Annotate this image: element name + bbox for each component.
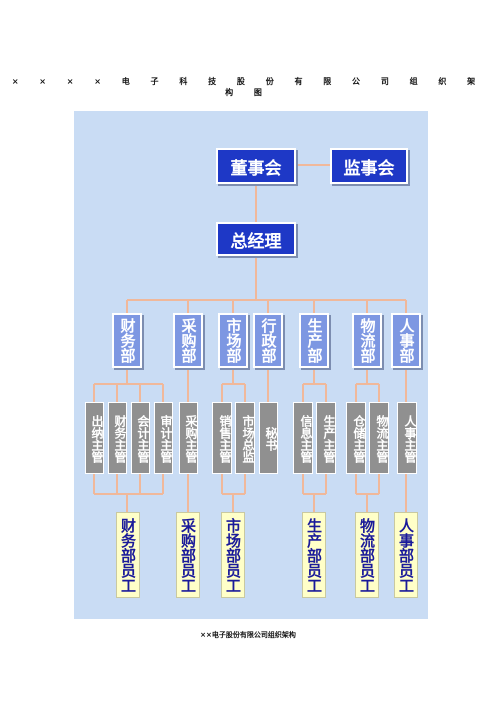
staff-logistics: 物流部员工 bbox=[355, 512, 379, 598]
dept-production: 生产部 bbox=[299, 313, 329, 368]
staff-hr: 人事部员工 bbox=[394, 512, 418, 598]
manager-hr: 人事主管 bbox=[397, 402, 417, 474]
manager-sales: 销售主管 bbox=[212, 402, 232, 474]
board-box: 董事会 bbox=[216, 148, 296, 184]
manager-accounting: 会计主管 bbox=[131, 402, 150, 474]
manager-market-director: 市场总监 bbox=[235, 402, 255, 474]
manager-finance: 财务主管 bbox=[108, 402, 127, 474]
staff-finance: 财务部员工 bbox=[116, 512, 140, 598]
dept-purchasing: 采购部 bbox=[173, 313, 203, 368]
dept-logistics: 物流部 bbox=[352, 313, 382, 368]
dept-market: 市场部 bbox=[218, 313, 248, 368]
staff-production: 生产部员工 bbox=[302, 512, 326, 598]
dept-hr: 人事部 bbox=[391, 313, 421, 368]
manager-information: 信息主管 bbox=[293, 402, 313, 474]
manager-warehouse: 仓储主管 bbox=[346, 402, 366, 474]
manager-production: 生产主管 bbox=[316, 402, 336, 474]
supervisors-box: 监事会 bbox=[330, 148, 408, 184]
manager-audit: 审计主管 bbox=[154, 402, 173, 474]
dept-finance: 财务部 bbox=[112, 313, 142, 368]
page-title: × × × × 电 子 科 技 股 份 有 限 公 司 组 织 架 构 图 bbox=[11, 77, 485, 97]
caption: ××电子股份有限公司组织架构 bbox=[200, 631, 296, 639]
manager-purchasing: 采购主管 bbox=[179, 402, 198, 474]
staff-market: 市场部员工 bbox=[221, 512, 245, 598]
manager-cashier: 出纳主管 bbox=[85, 402, 104, 474]
dept-admin: 行政部 bbox=[253, 313, 283, 368]
manager-secretary: 秘书 bbox=[259, 402, 278, 474]
staff-purchasing: 采购部员工 bbox=[176, 512, 200, 598]
manager-logistics: 物流主管 bbox=[369, 402, 389, 474]
general-manager-box: 总经理 bbox=[216, 222, 296, 256]
